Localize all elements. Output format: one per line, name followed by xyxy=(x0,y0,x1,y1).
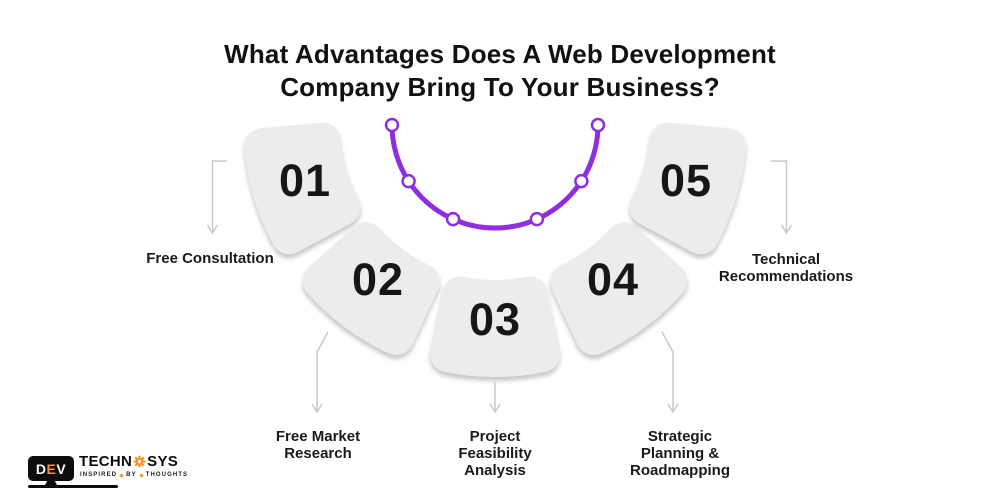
step-number-04: 04 xyxy=(586,254,640,305)
arc-node-left-end xyxy=(384,117,400,133)
center-arc xyxy=(389,122,601,231)
arc-node-left-upper xyxy=(401,173,416,189)
logo-tagline: INSPIRED BY THOUGHTS xyxy=(80,472,189,478)
step-number-02: 02 xyxy=(351,254,405,305)
page-title: What Advantages Does A Web Development C… xyxy=(0,38,1000,104)
monitor-icon: DEV xyxy=(28,456,74,481)
tagline-diamond-icon xyxy=(119,472,124,478)
segment-shape-04 xyxy=(550,222,688,356)
segment-shape-05 xyxy=(629,122,746,255)
logo-dev-text: DEV xyxy=(35,460,67,477)
connector-arrow-04 xyxy=(661,331,679,414)
arc-node-right-upper xyxy=(574,173,589,189)
connector-arrow-02 xyxy=(311,331,329,414)
segment-shape-03 xyxy=(429,276,561,377)
monitor-base-icon xyxy=(28,485,118,488)
step-label-project-feasibility-analysis: Project Feasibility Analysis xyxy=(458,428,532,479)
segment-shape-01 xyxy=(244,122,361,255)
step-label-free-market-research: Free Market Research xyxy=(275,428,361,462)
segment-shape-02 xyxy=(302,222,440,356)
connector-arrow-03 xyxy=(489,382,501,414)
connector-arrow-05 xyxy=(771,160,793,235)
step-label-free-consultation: Free Consultation xyxy=(146,250,274,267)
page-title-line1: What Advantages Does A Web Development xyxy=(224,39,776,69)
tagline-diamond-icon xyxy=(139,472,144,478)
logo-word-techn: TECHN xyxy=(79,453,133,470)
step-number-03: 03 xyxy=(468,294,522,345)
step-number-01: 01 xyxy=(278,155,332,206)
arc-node-left-lower xyxy=(445,211,461,227)
page-title-line2: Company Bring To Your Business? xyxy=(280,72,720,102)
gear-icon xyxy=(133,455,146,468)
step-number-05: 05 xyxy=(659,155,713,206)
arc-node-right-lower xyxy=(529,211,545,227)
monitor-stand-icon xyxy=(45,481,57,485)
logo-brand-text: TECHN SYS xyxy=(79,453,178,470)
arc-node-right-end xyxy=(590,117,606,133)
dev-technosys-logo: DEV TECHN SYS INSPIRED BY THOUGH xyxy=(28,450,187,495)
step-label-technical-recommendations: Technical Recommendations xyxy=(718,251,854,285)
step-label-strategic-planning-roadmapping: Strategic Planning & Roadmapping xyxy=(630,428,730,479)
connector-arrow-01 xyxy=(206,160,227,235)
logo-word-sys: SYS xyxy=(147,453,179,470)
